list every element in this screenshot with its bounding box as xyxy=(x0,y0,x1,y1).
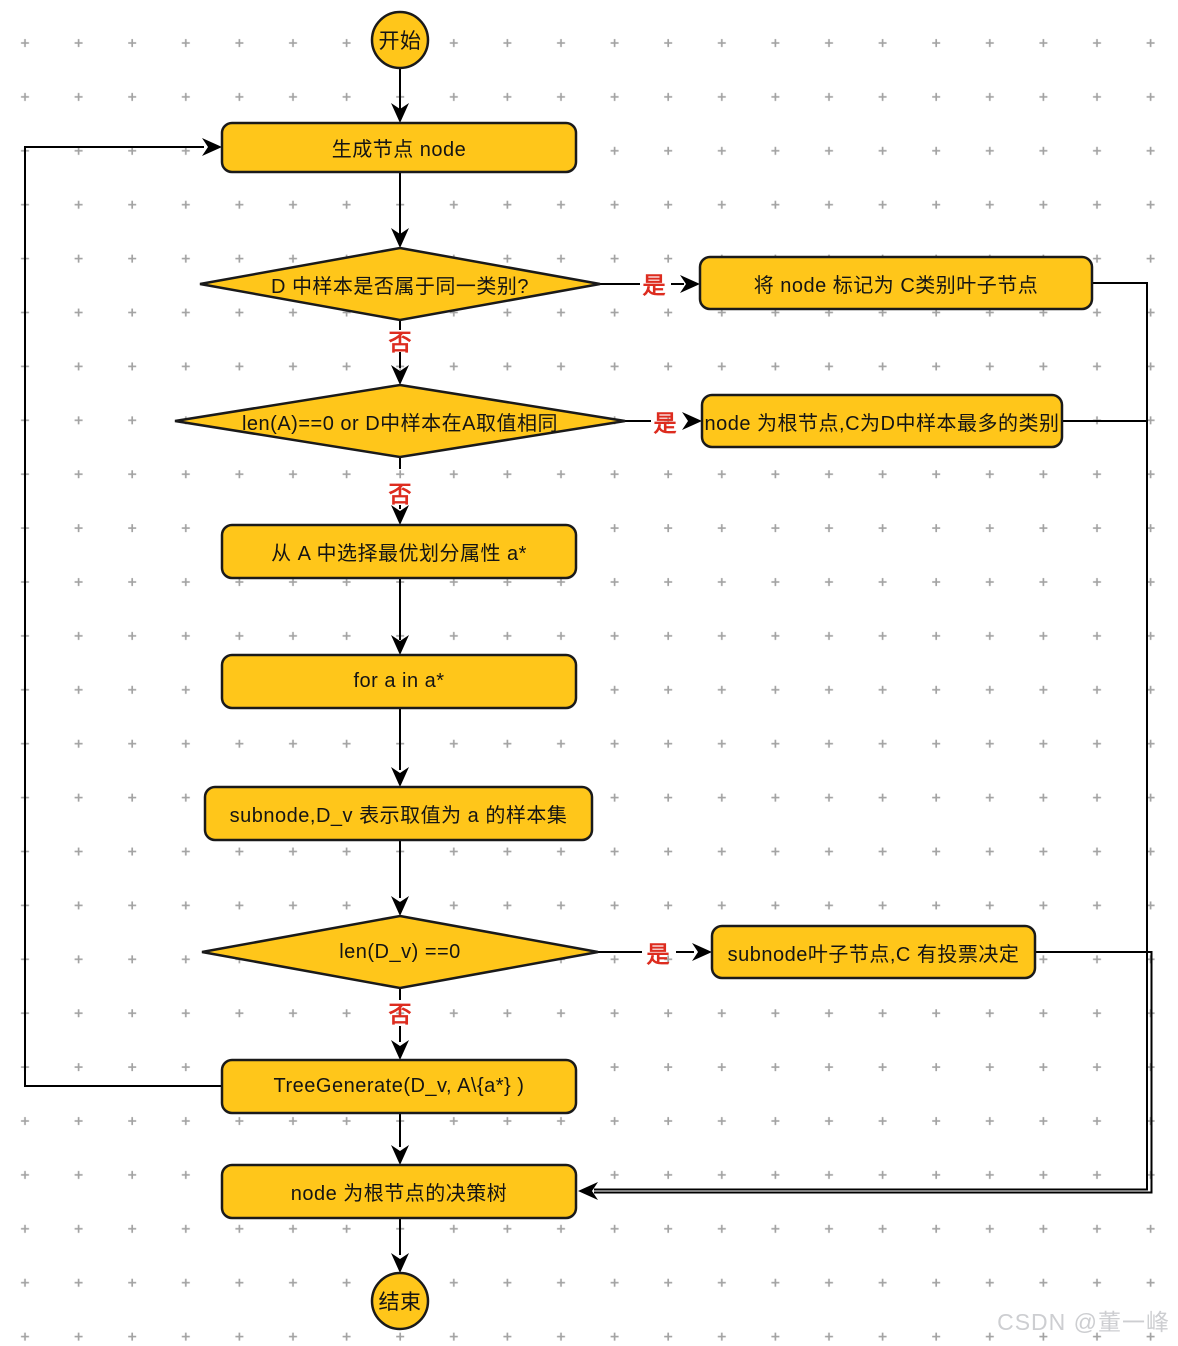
arrow-right-icon xyxy=(682,412,702,430)
arrow-down-icon xyxy=(391,767,409,787)
csdn-watermark: CSDN @董一峰 xyxy=(997,1309,1170,1335)
process-subnode-leaf-shape xyxy=(710,924,1037,980)
process-root-majority-shape xyxy=(700,393,1064,449)
process-recurse-label: TreeGenerate(D_v, A\{a*} ) xyxy=(273,1075,525,1097)
arrow-down-icon xyxy=(391,635,409,655)
arrow-left-icon xyxy=(578,1182,598,1200)
connector-lines xyxy=(24,68,1153,1255)
process-mark-leaf-label: 将 node 标记为 C类别叶子节点 xyxy=(753,274,1039,297)
process-recurse-shape xyxy=(220,1058,578,1115)
decision-dv-empty-shape xyxy=(201,914,599,990)
decision-same-class-shape xyxy=(199,246,601,322)
process-select-attr-shape xyxy=(220,523,578,580)
branch-no-label-2: 否 xyxy=(388,481,412,507)
process-generate-node-label: 生成节点 node xyxy=(331,139,467,161)
node-shapes xyxy=(174,10,1094,1331)
decision-same-class-label: D 中样本是否属于同一类别? xyxy=(270,275,530,298)
process-for-loop-label: for a in a* xyxy=(353,670,445,692)
arrow-down-icon xyxy=(391,1253,409,1273)
decision-attr-empty-label: len(A)==0 or D中样本在A取值相同 xyxy=(241,412,558,435)
process-subnode-def-shape xyxy=(203,785,594,842)
branch-no-label-3: 否 xyxy=(388,1001,412,1027)
arrow-down-icon xyxy=(391,1145,409,1165)
arrowheads xyxy=(202,103,712,1273)
process-result-tree-shape xyxy=(220,1163,578,1220)
process-subnode-def-label: subnode,D_v 表示取值为 a 的样本集 xyxy=(229,805,568,827)
edge-markleaf-to-result xyxy=(594,282,1148,1191)
arrow-down-icon xyxy=(391,365,409,385)
edge-recurse-loopback xyxy=(24,146,222,1087)
arrow-right-icon xyxy=(680,275,700,293)
arrow-down-icon xyxy=(391,228,409,248)
process-for-loop-shape xyxy=(220,653,578,710)
start-terminal-label: 开始 xyxy=(378,30,422,53)
branch-yes-label-2: 是 xyxy=(653,410,677,436)
decision-dv-empty-label: len(D_v) ==0 xyxy=(339,940,461,963)
arrow-right-icon xyxy=(202,138,222,156)
process-select-attr-label: 从 A 中选择最优划分属性 a* xyxy=(271,543,527,565)
branch-no-label-1: 否 xyxy=(388,329,412,355)
process-generate-node-shape xyxy=(220,121,578,174)
arrow-right-icon xyxy=(692,943,712,961)
branch-yes-label-1: 是 xyxy=(642,272,666,298)
end-terminal-label: 结束 xyxy=(378,1291,422,1314)
start-terminal-shape xyxy=(370,10,430,70)
process-root-majority-label: node 为根节点,C为D中样本最多的类别 xyxy=(704,412,1060,435)
arrow-down-icon xyxy=(391,1040,409,1060)
edge-subnodeleaf-to-result xyxy=(594,951,1153,1194)
decision-attr-empty-shape xyxy=(174,383,626,459)
process-subnode-leaf-label: subnode叶子节点,C 有投票决定 xyxy=(727,943,1020,966)
process-mark-leaf-shape xyxy=(698,255,1094,311)
arrow-down-icon xyxy=(391,896,409,916)
branch-yes-label-3: 是 xyxy=(646,941,670,967)
process-result-tree-label: node 为根节点的决策树 xyxy=(290,1183,508,1205)
arrow-down-icon xyxy=(391,505,409,525)
end-terminal-shape xyxy=(370,1271,430,1331)
arrow-down-icon xyxy=(391,103,409,123)
